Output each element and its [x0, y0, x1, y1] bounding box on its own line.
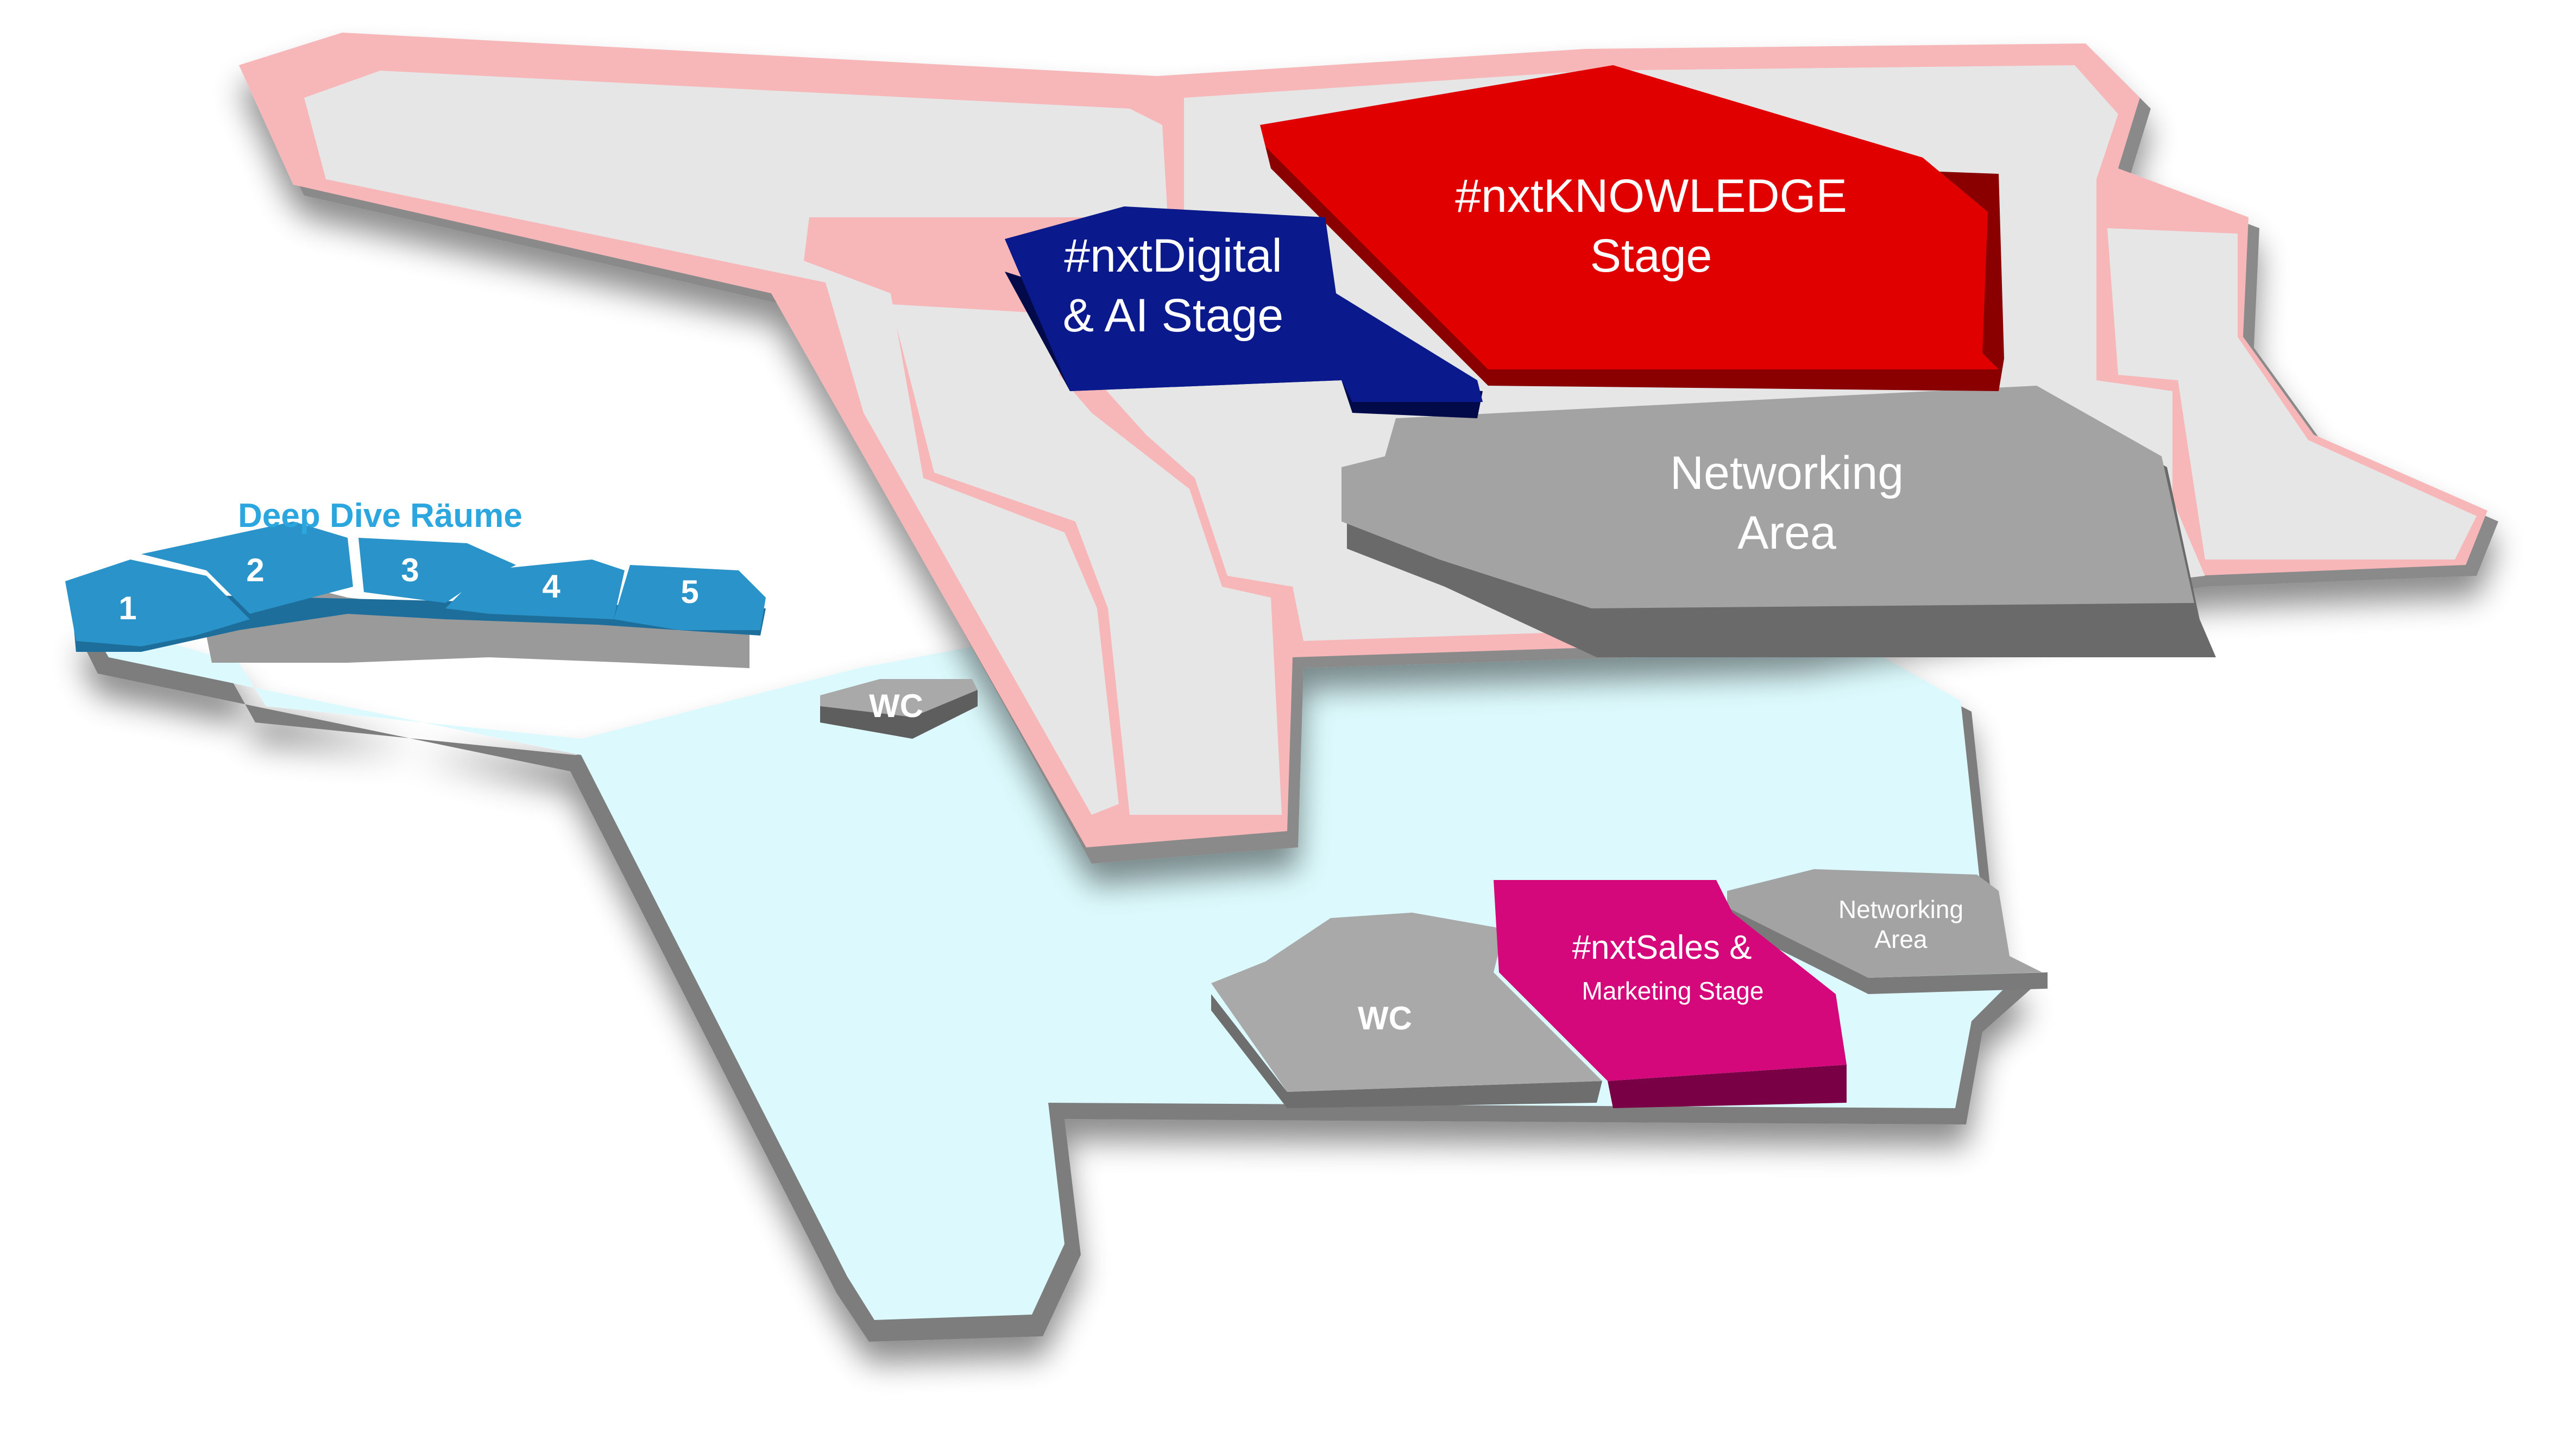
room-4-label: 4	[542, 568, 560, 605]
wc-lower[interactable]: WC	[1211, 913, 1602, 1108]
sales-marketing-stage-top	[1494, 880, 1847, 1081]
digital-ai-stage: #nxtDigital & AI Stage	[1005, 206, 1483, 418]
upper-floor-rooms-4	[891, 304, 1282, 815]
networking-area-small: Networking Area	[1727, 869, 2048, 994]
sales-marketing-stage: #nxtSales & Marketing Stage	[1494, 880, 1847, 1108]
room-5-label: 5	[681, 574, 698, 610]
room-3-label: 3	[401, 552, 419, 588]
lower-floor	[76, 603, 2031, 1342]
deep-dive-title: Deep Dive Räume	[238, 497, 522, 535]
networking-area-main-line1: Networking	[1670, 447, 1904, 499]
room-3[interactable]	[358, 538, 516, 603]
sales-marketing-stage-line1: #nxtSales &	[1572, 929, 1752, 966]
knowledge-stage-line2: Stage	[1590, 230, 1712, 282]
digital-ai-stage-line2: & AI Stage	[1063, 290, 1283, 342]
networking-area-main: Networking Area	[1341, 386, 2216, 657]
knowledge-stage-top	[1260, 65, 1999, 369]
knowledge-stage-line1: #nxtKNOWLEDGE	[1455, 170, 1847, 222]
room-1-label: 1	[118, 590, 136, 626]
wc-lower-top	[1211, 913, 1602, 1092]
wc-upper-top	[820, 679, 978, 717]
networking-area-small-line1: Networking	[1838, 895, 1963, 923]
deep-dive-rooms: 1 2 3 4 5 Deep Dive Räume	[65, 497, 766, 668]
digital-ai-stage-line1: #nxtDigital	[1064, 230, 1282, 282]
wc-lower-side	[1211, 994, 1602, 1108]
knowledge-stage: #nxtKNOWLEDGE Stage	[1260, 65, 2004, 391]
sales-marketing-stage-side	[1608, 1065, 1847, 1108]
wc-upper[interactable]: WC	[820, 679, 978, 739]
networking-area-main-line2: Area	[1737, 507, 1836, 559]
room-1[interactable]	[65, 560, 250, 646]
sales-marketing-stage-line2: Marketing Stage	[1582, 977, 1764, 1005]
upper-floor-rooms	[304, 71, 1168, 815]
networking-area-small-side	[1727, 907, 2048, 994]
room-4[interactable]	[445, 560, 625, 619]
room-2-label: 2	[246, 552, 264, 588]
lower-floor-surface	[87, 603, 2015, 1320]
networking-area-small-line2: Area	[1874, 925, 1928, 953]
upper-floor-rooms-3	[2107, 228, 2477, 560]
digital-ai-stage-top	[1005, 206, 1483, 402]
room-2[interactable]	[141, 521, 353, 614]
networking-area-small-top	[1727, 869, 2042, 978]
networking-area-main-top	[1341, 386, 2194, 608]
wc-lower-label: WC	[1358, 1000, 1412, 1036]
room-5[interactable]	[614, 565, 766, 630]
wc-upper-label: WC	[869, 688, 923, 724]
